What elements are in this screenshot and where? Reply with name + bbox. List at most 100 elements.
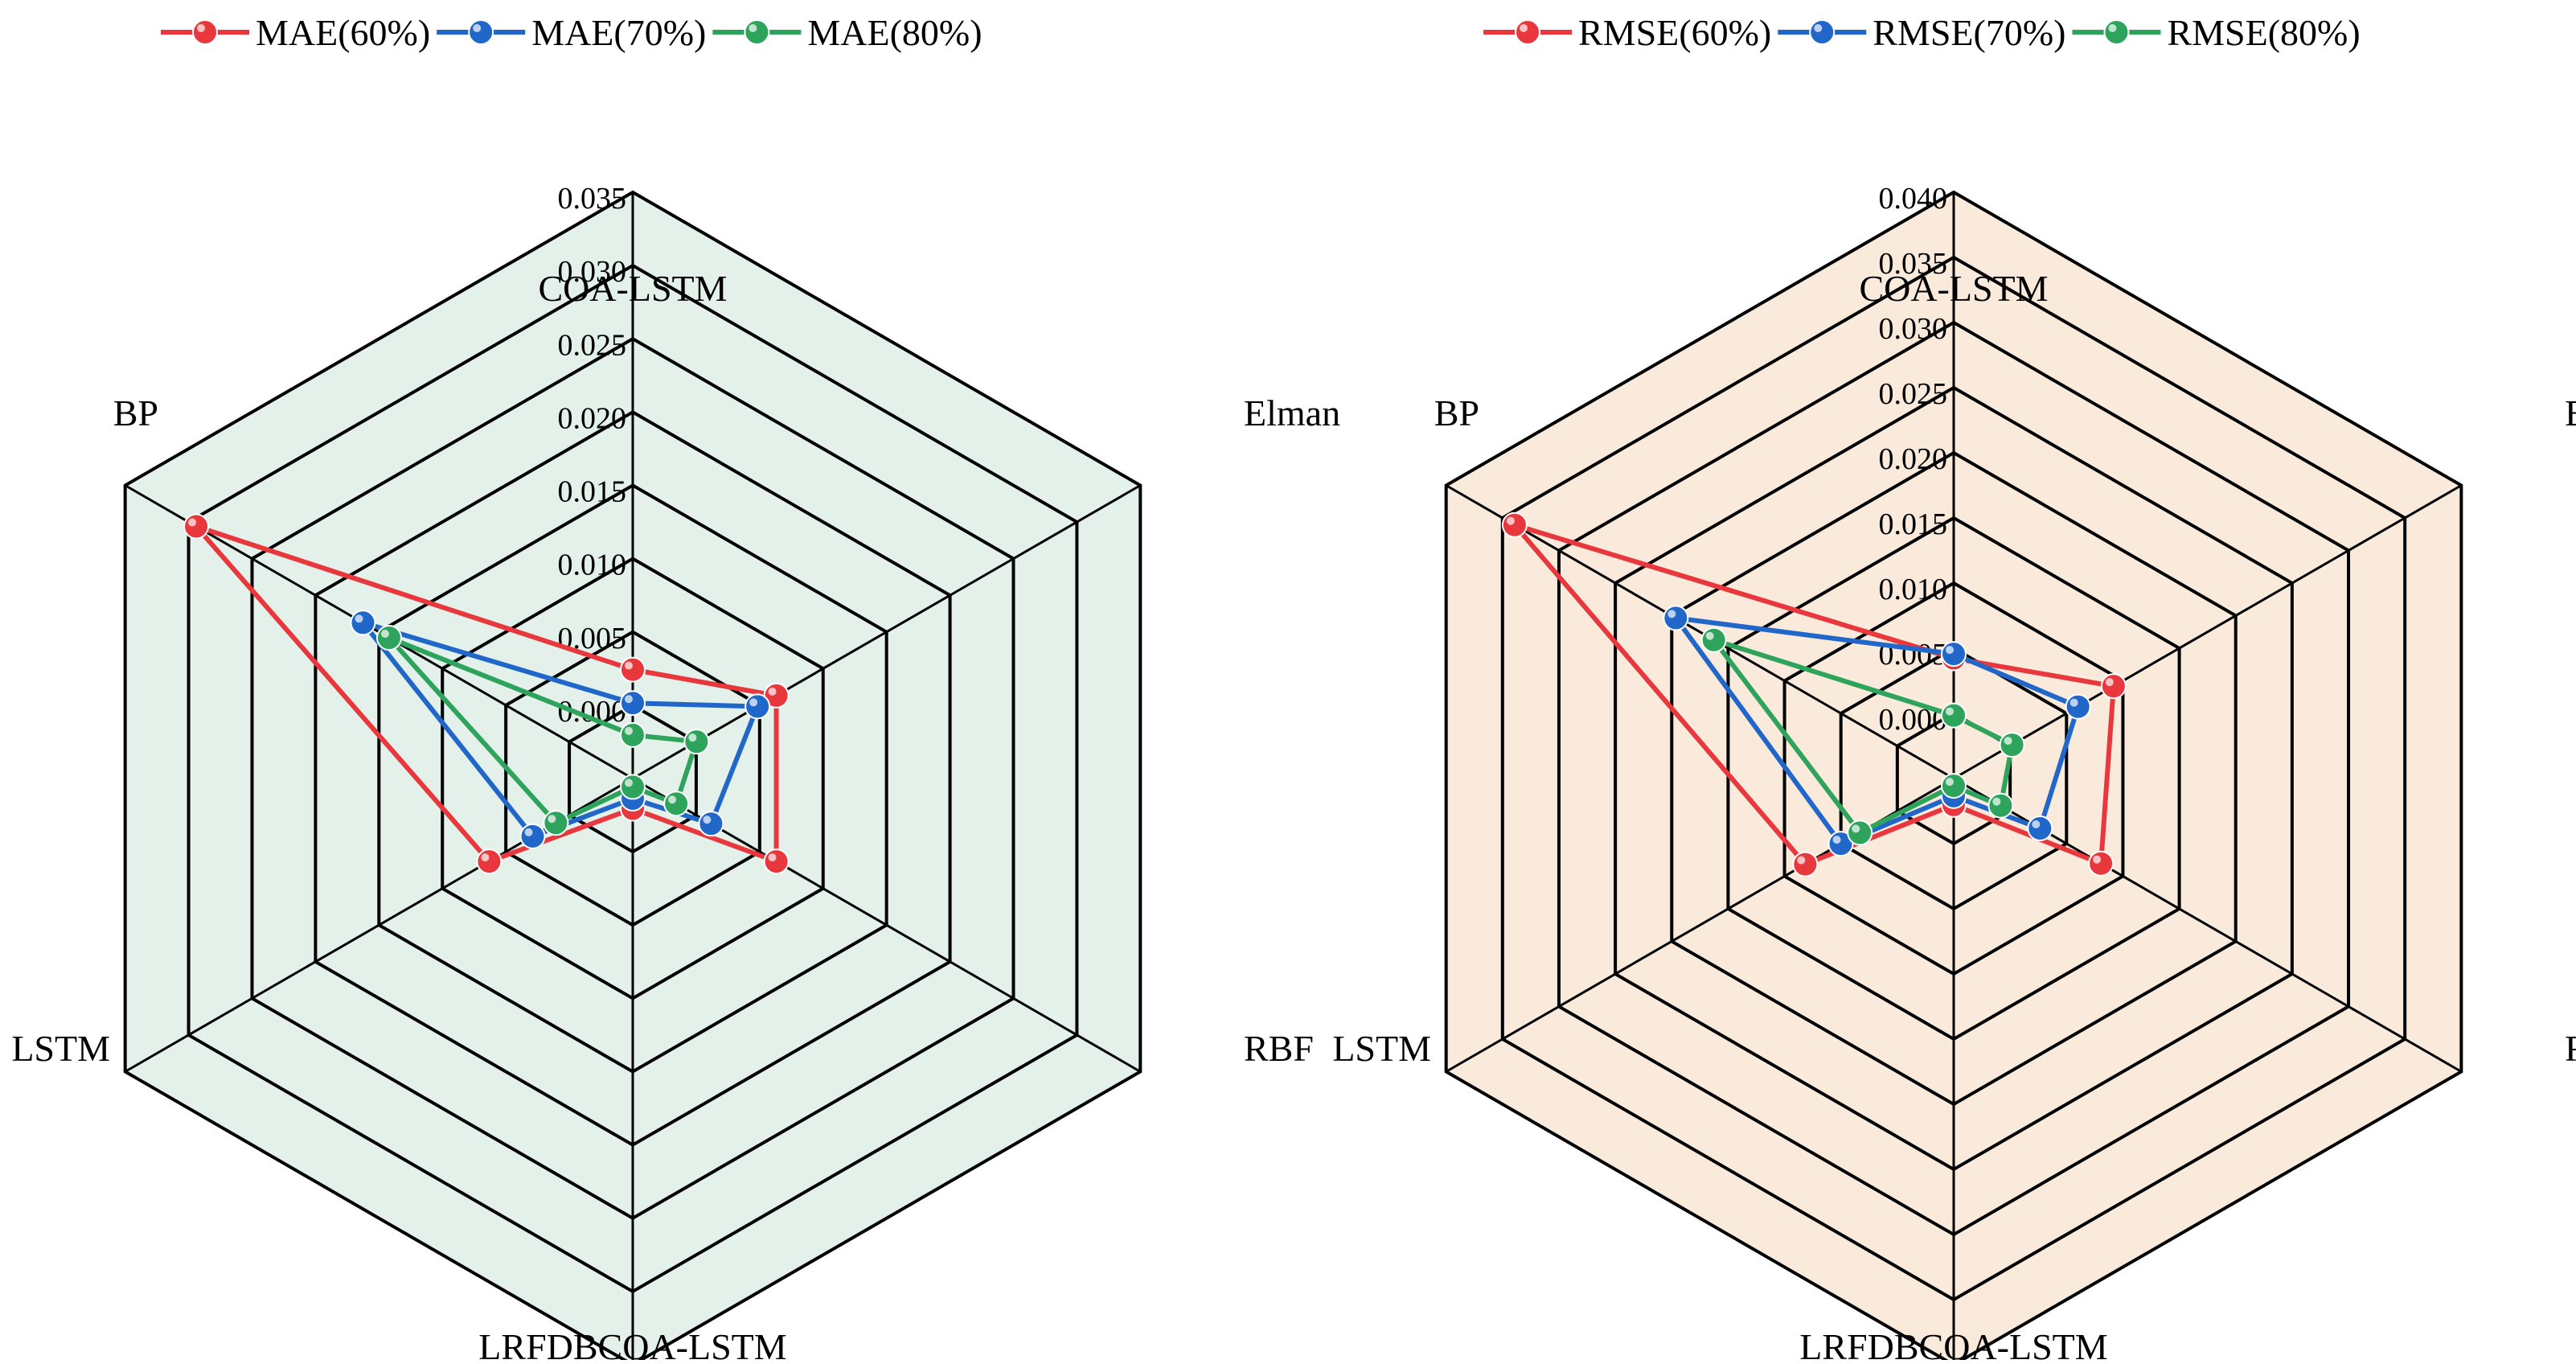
legend-item-mae-70: MAE(70%) <box>437 12 706 53</box>
data-point <box>350 610 376 636</box>
axis-label-elman: Elman <box>1244 392 1340 433</box>
data-point-marker <box>1941 773 1967 799</box>
axis-label-rbf: RBF <box>2565 1028 2576 1069</box>
axis-label-bp: BP <box>113 392 158 433</box>
data-point <box>620 721 646 748</box>
data-point <box>1501 512 1528 538</box>
data-point-highlight <box>380 630 389 639</box>
data-point-marker <box>620 690 646 717</box>
legend-item-mae-60: MAE(60%) <box>161 12 430 53</box>
data-point-marker <box>375 625 402 651</box>
tick-label: 0.020 <box>558 401 627 435</box>
legend-marker-highlight <box>1520 24 1528 32</box>
data-point-marker <box>183 513 210 540</box>
data-point-marker <box>620 656 646 683</box>
data-point-marker <box>1987 792 2014 819</box>
legend-item-mae-80: MAE(80%) <box>712 12 982 53</box>
tick-label: 0.025 <box>1879 377 1948 411</box>
data-point <box>683 729 710 755</box>
data-point <box>1999 732 2025 758</box>
data-point <box>183 513 210 540</box>
series-rmse-80 <box>1700 627 2025 846</box>
axis-label-rbf: RBF <box>1244 1028 1314 1069</box>
tick-label: 0.035 <box>558 182 627 216</box>
mae-radar-chart: 0.0000.0050.0100.0150.0200.0250.0300.035… <box>11 12 1340 1364</box>
axis-label-coa-lstm: COA-LSTM <box>1859 268 2048 309</box>
legend-label: MAE(80%) <box>807 12 982 53</box>
data-point-highlight <box>768 853 777 862</box>
radar-spoke <box>632 484 1142 780</box>
tick-label: 0.035 <box>1879 247 1948 281</box>
tick-label: 0.020 <box>1879 442 1948 476</box>
data-point-marker <box>698 811 724 837</box>
data-point-highlight <box>2093 855 2102 864</box>
data-point-highlight <box>1667 610 1676 618</box>
tick-label: 0.015 <box>1879 507 1948 541</box>
data-point-marker <box>1941 641 1967 668</box>
tick-label: 0.030 <box>1879 312 1948 346</box>
data-point-marker <box>763 848 790 875</box>
data-point-highlight <box>749 698 758 707</box>
legend-marker <box>744 19 770 45</box>
legend-item-rmse-60: RMSE(60%) <box>1483 12 1771 53</box>
data-point <box>1827 831 1854 857</box>
legend-marker-highlight <box>749 24 757 32</box>
data-point-marker <box>350 610 376 636</box>
data-point <box>1663 605 1689 631</box>
data-point-highlight <box>668 795 677 804</box>
data-point-marker <box>2100 673 2127 700</box>
axis-label-coa-lstm: COA-LSTM <box>538 268 727 309</box>
data-point <box>620 690 646 717</box>
axis-label-lrfdbcoa-lstm: LRFDBCOA-LSTM <box>1799 1326 2107 1360</box>
data-point-marker <box>476 848 502 875</box>
legend-item-rmse-80: RMSE(80%) <box>2072 12 2361 53</box>
axis-label-elman: Elman <box>2565 392 2576 433</box>
axis-label-lstm: LSTM <box>1332 1028 1431 1069</box>
tick-label: 0.030 <box>558 255 627 289</box>
data-point-highlight <box>625 695 633 704</box>
data-point <box>1700 627 1727 653</box>
data-point-highlight <box>548 815 556 824</box>
tick-label: 0.010 <box>1879 573 1948 606</box>
legend-item-rmse-70: RMSE(70%) <box>1778 12 2065 53</box>
data-point <box>698 811 724 837</box>
data-point <box>1987 792 2014 819</box>
tick-label: 0.010 <box>558 548 627 582</box>
legend-label: MAE(70%) <box>531 12 706 53</box>
data-point-highlight <box>355 614 363 623</box>
data-point-marker <box>2065 693 2091 720</box>
data-point <box>2027 815 2053 841</box>
data-point-marker <box>1663 605 1689 631</box>
data-point-marker <box>2027 815 2053 841</box>
legend-label: RMSE(60%) <box>1578 12 1771 53</box>
data-point-highlight <box>1797 856 1806 865</box>
legend-label: MAE(60%) <box>256 12 430 53</box>
series-mae-80 <box>375 625 710 836</box>
legend-marker <box>468 19 494 45</box>
data-point <box>476 848 502 875</box>
radar-spoke <box>1445 484 1955 780</box>
data-point-highlight <box>188 518 197 527</box>
data-point <box>2100 673 2127 700</box>
radar-spoke <box>1953 484 2463 780</box>
data-point-marker <box>620 721 646 748</box>
data-point <box>543 810 569 836</box>
axis-label-bp: BP <box>1434 392 1479 433</box>
data-point-highlight <box>1852 824 1860 833</box>
data-point-highlight <box>1946 707 1954 716</box>
data-point <box>375 625 402 651</box>
data-point <box>620 774 646 800</box>
data-point-marker <box>2088 850 2115 877</box>
data-point-highlight <box>1506 516 1515 525</box>
data-point-highlight <box>625 726 633 735</box>
data-point <box>763 848 790 875</box>
data-point-marker <box>519 823 546 849</box>
data-point-highlight <box>625 661 633 670</box>
data-point-highlight <box>2004 737 2012 746</box>
tick-label: 0.015 <box>558 475 627 509</box>
data-point-highlight <box>625 779 633 787</box>
legend-marker <box>1515 19 1540 45</box>
data-point-marker <box>1847 820 1873 846</box>
data-point <box>1847 820 1873 846</box>
data-point-highlight <box>703 816 712 824</box>
